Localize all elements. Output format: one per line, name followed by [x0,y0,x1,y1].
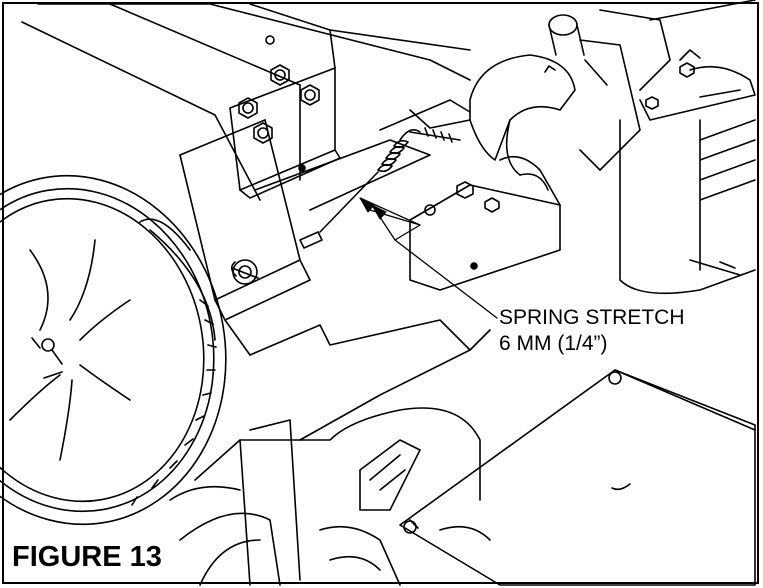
center-plate [409,155,561,291]
annotation-line-2: 6 MM (1/4”) [499,332,608,355]
axle-column [179,119,491,481]
right-housing [619,0,756,295]
figure-caption: FIGURE 13 [12,541,162,573]
cover-plate [399,369,756,586]
hex-bolts [238,35,320,172]
frame-beam [21,3,471,201]
upper-bracket [469,9,756,176]
caption-box [4,536,154,582]
bolt-plate [229,67,341,199]
annotation-line-1: SPRING STRETCH [499,306,685,329]
hairpin-clip [230,259,259,285]
spring-assembly [254,99,471,249]
measurement-leader [359,197,498,319]
left-wheel [0,174,227,526]
auger-housing [169,407,491,586]
